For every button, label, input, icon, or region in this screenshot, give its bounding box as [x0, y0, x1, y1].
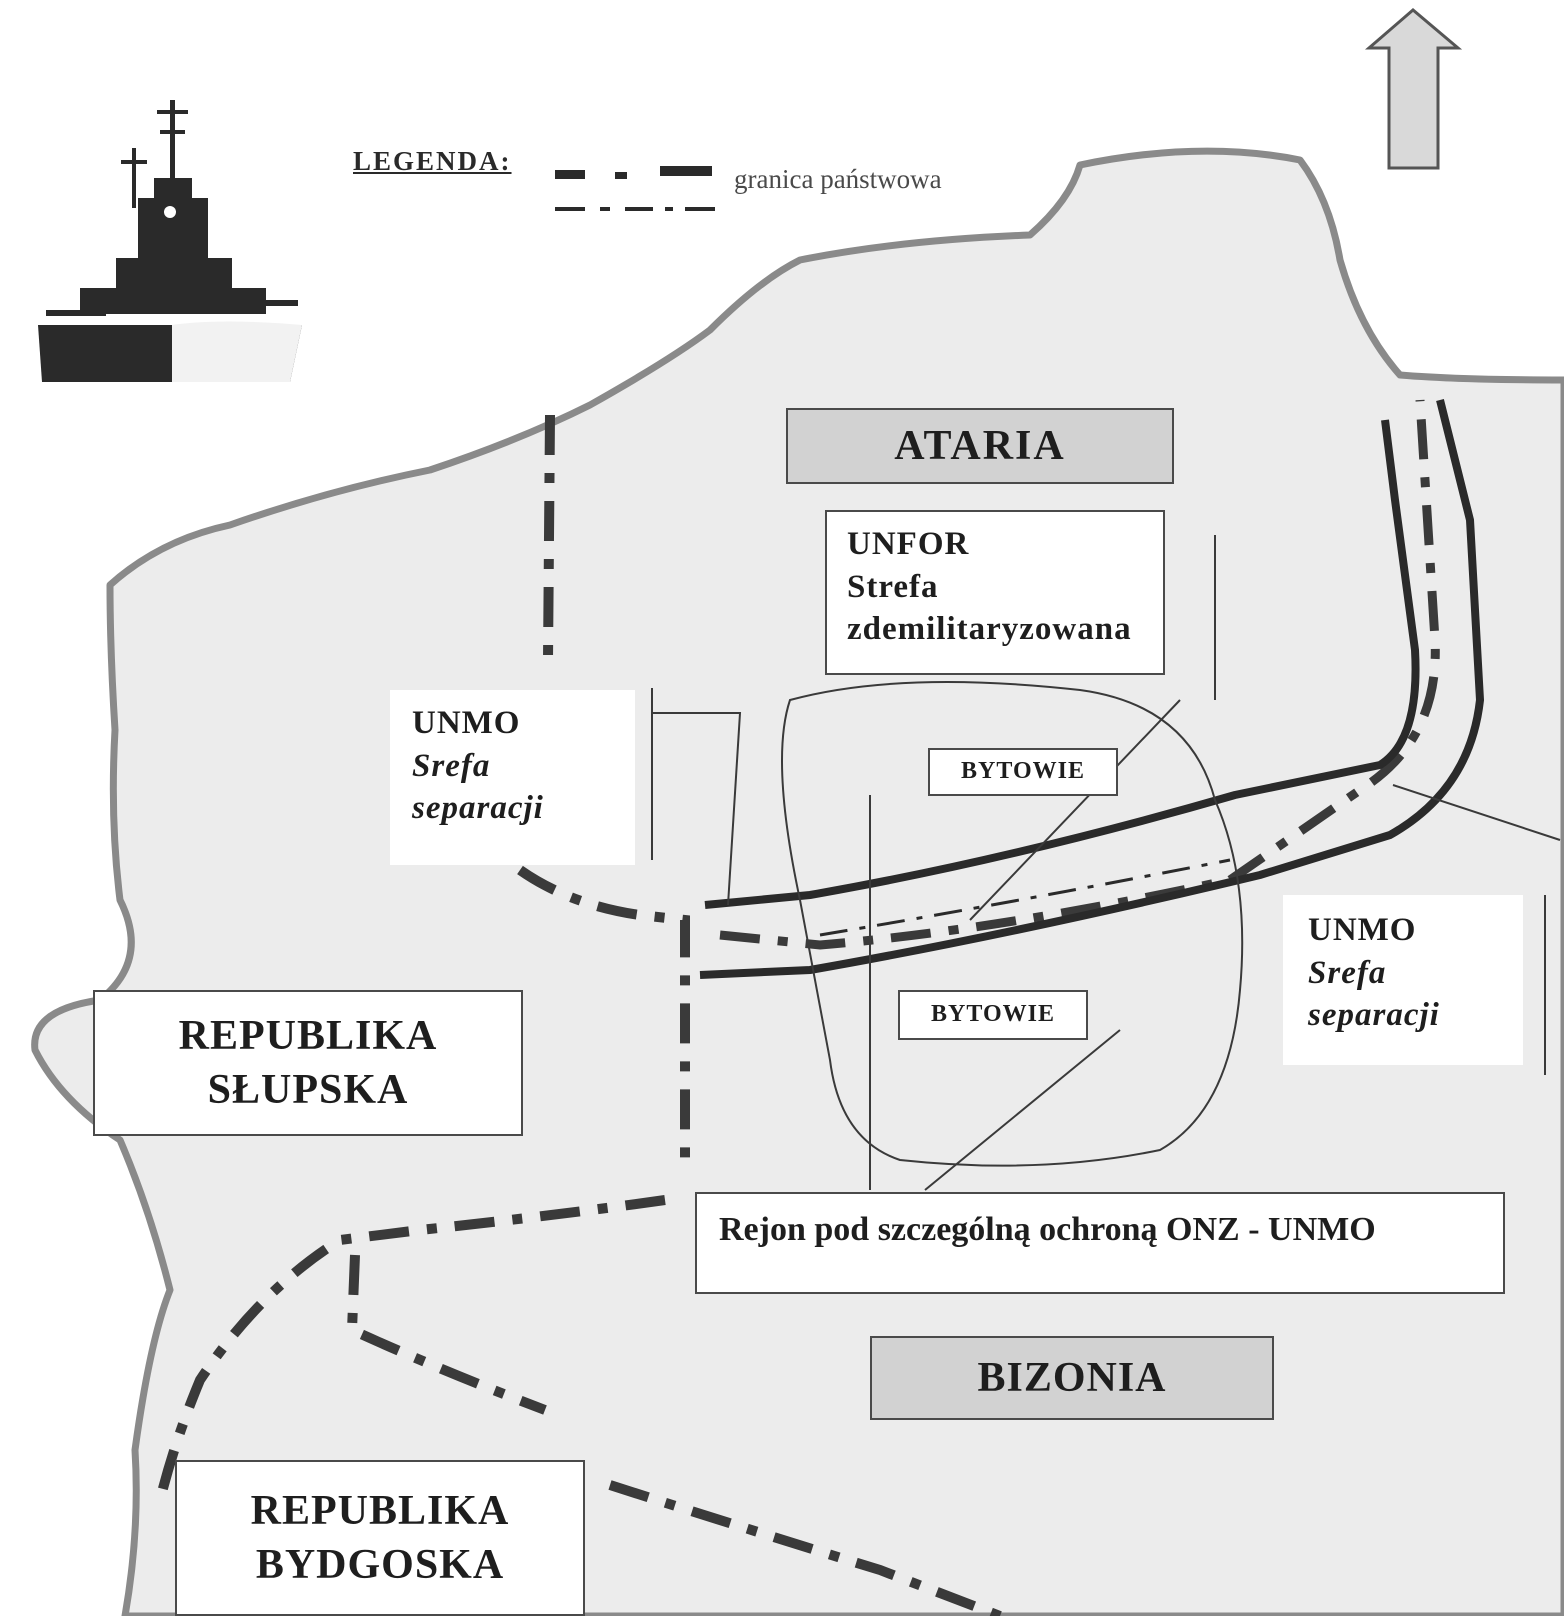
border-bydgoska-north: [155, 1195, 666, 1502]
bytowie-south-text: BYTOWIE: [931, 1001, 1055, 1028]
protected-region-outline: [781, 681, 1244, 1167]
unmo-east-line1: UNMO: [1308, 912, 1417, 948]
corridor-edges: [699, 399, 1485, 979]
slupska-line2: SŁUPSKA: [207, 1067, 409, 1113]
zone-label-protected-region: Rejon pod szczególną ochroną ONZ - UNMO: [695, 1192, 1505, 1294]
country-label-bydgoska: REPUBLIKA BYDGOSKA: [175, 1460, 585, 1616]
country-label-bizonia: BIZONIA: [870, 1336, 1274, 1420]
border-corridor: [719, 399, 1440, 950]
country-label-ataria: ATARIA: [786, 408, 1174, 484]
leader-protected: [869, 795, 1121, 1191]
leader-lines: [651, 535, 1561, 1191]
border-lines: [155, 399, 1440, 1616]
unmo-west-line3: separacji: [412, 790, 544, 827]
legend-sample: [555, 166, 715, 211]
legend-item-border-label: granica państwowa: [734, 164, 942, 194]
bydgoska-line1: REPUBLIKA: [250, 1487, 510, 1534]
zone-label-unfor: UNFOR Strefa zdemilitaryzowana: [825, 510, 1165, 675]
corridor-edge-south: [699, 399, 1485, 979]
unmo-west-line1: UNMO: [412, 705, 521, 741]
leader-unfor: [969, 535, 1216, 921]
unfor-line2: Strefa: [847, 568, 939, 605]
area-label-bytowie-north: BYTOWIE: [928, 748, 1118, 796]
border-bydgoska-inner: [346, 1254, 547, 1415]
country-label-slupska: REPUBLIKA SŁUPSKA: [93, 990, 523, 1136]
border-west-north: [543, 414, 555, 661]
warship-icon: [38, 100, 302, 382]
north-arrow-icon: [1364, 8, 1463, 170]
unfor-line1: UNFOR: [847, 526, 970, 562]
zone-label-unmo-west: UNMO Srefa separacji: [390, 690, 635, 865]
leader-unmo-east: [1392, 784, 1561, 1075]
border-west-south: [517, 865, 690, 1170]
bytowie-north-text: BYTOWIE: [961, 758, 1085, 785]
area-label-bytowie-south: BYTOWIE: [898, 990, 1088, 1040]
unmo-east-line2: Srefa: [1308, 954, 1387, 991]
protected-region-text: Rejon pod szczególną ochroną ONZ - UNMO: [719, 1211, 1376, 1248]
corridor-centerline: [819, 858, 1231, 937]
bizonia-text: BIZONIA: [977, 1354, 1167, 1401]
border-bydgoska-south: [608, 1480, 1002, 1616]
unmo-west-line2: Srefa: [412, 747, 491, 784]
slupska-line1: REPUBLIKA: [178, 1012, 438, 1059]
unmo-east-line3: separacji: [1308, 997, 1440, 1034]
bydgoska-line2: BYDGOSKA: [255, 1542, 505, 1588]
corridor-edge-north: [704, 419, 1420, 909]
zone-label-unmo-east: UNMO Srefa separacji: [1283, 895, 1523, 1065]
ataria-text: ATARIA: [894, 422, 1066, 469]
leader-unmo-west: [651, 688, 742, 906]
unfor-line3: zdemilitaryzowana: [847, 611, 1132, 648]
legend-title: LEGENDA:: [353, 146, 512, 176]
